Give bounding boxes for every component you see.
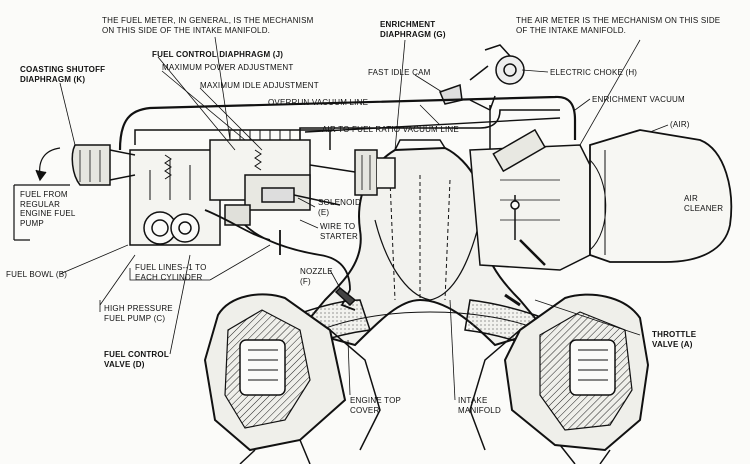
intake-manifold-label: INTAKE MANIFOLD	[458, 396, 501, 415]
air-cleaner-housing	[589, 129, 733, 263]
air-inlet-label: (AIR)	[670, 120, 690, 129]
engine-top-cover-label: ENGINE TOP COVER	[350, 396, 402, 415]
fuel-meter-assembly	[71, 129, 341, 246]
fuel-inlet-bracket	[13, 147, 70, 241]
throttle-valve-marker	[504, 293, 521, 307]
right-cylinder-head	[469, 293, 650, 464]
max-power-adjustment-label: MAXIMUM POWER ADJUSTMENT	[162, 63, 294, 72]
nozzle-marker	[334, 286, 357, 307]
fuel-meter-note: THE FUEL METER, IN GENERAL, IS THE MECHA…	[102, 16, 314, 35]
fuel-from-pump-label: FUEL FROM REGULAR ENGINE FUEL PUMP	[20, 190, 76, 228]
air-to-fuel-ratio-vacuum-line-label: AIR TO FUEL RATIO VACUUM LINE	[322, 125, 459, 134]
enrichment-diaphragm-label: ENRICHMENT DIAPHRAGM (G)	[380, 20, 446, 39]
air-meter-note: THE AIR METER IS THE MECHANISM ON THIS S…	[516, 16, 721, 35]
fuel-bowl-label: FUEL BOWL (B)	[6, 270, 68, 279]
left-cylinder-head	[203, 293, 381, 464]
air-meter-assembly	[469, 128, 591, 271]
vacuum-lines	[118, 95, 577, 151]
coasting-shutoff-label: COASTING SHUTOFF DIAPHRAGM (K)	[20, 65, 106, 84]
throttle-valve-label: THROTTLE VALVE (A)	[652, 330, 697, 349]
max-idle-adjustment-label: MAXIMUM IDLE ADJUSTMENT	[200, 81, 319, 90]
wire-to-starter-label: WIRE TO STARTER	[320, 222, 358, 241]
high-pressure-pump-label: HIGH PRESSURE FUEL PUMP (C)	[104, 304, 173, 323]
fuel-control-valve-label: FUEL CONTROL VALVE (D)	[104, 350, 169, 369]
solenoid-label: SOLENOID (E)	[318, 198, 361, 217]
overrun-vacuum-line-label: OVERRUN VACUUM LINE	[268, 98, 369, 107]
enrichment-vacuum-label: ENRICHMENT VACUUM	[592, 95, 685, 104]
fast-idle-cam-label: FAST IDLE CAM	[368, 68, 431, 77]
leader-lines	[59, 36, 669, 401]
electric-choke-label: ELECTRIC CHOKE (H)	[550, 68, 638, 77]
fuel-control-diaphragm-label: FUEL CONTROL DIAPHRAGM (J)	[152, 50, 284, 59]
nozzle-label: NOZZLE (F)	[300, 267, 333, 286]
air-cleaner-label: AIR CLEANER	[684, 194, 724, 213]
fuel-lines-label: FUEL LINES--1 TO EACH CYLINDER	[135, 263, 207, 282]
enrichment-diaphragm	[309, 149, 396, 196]
